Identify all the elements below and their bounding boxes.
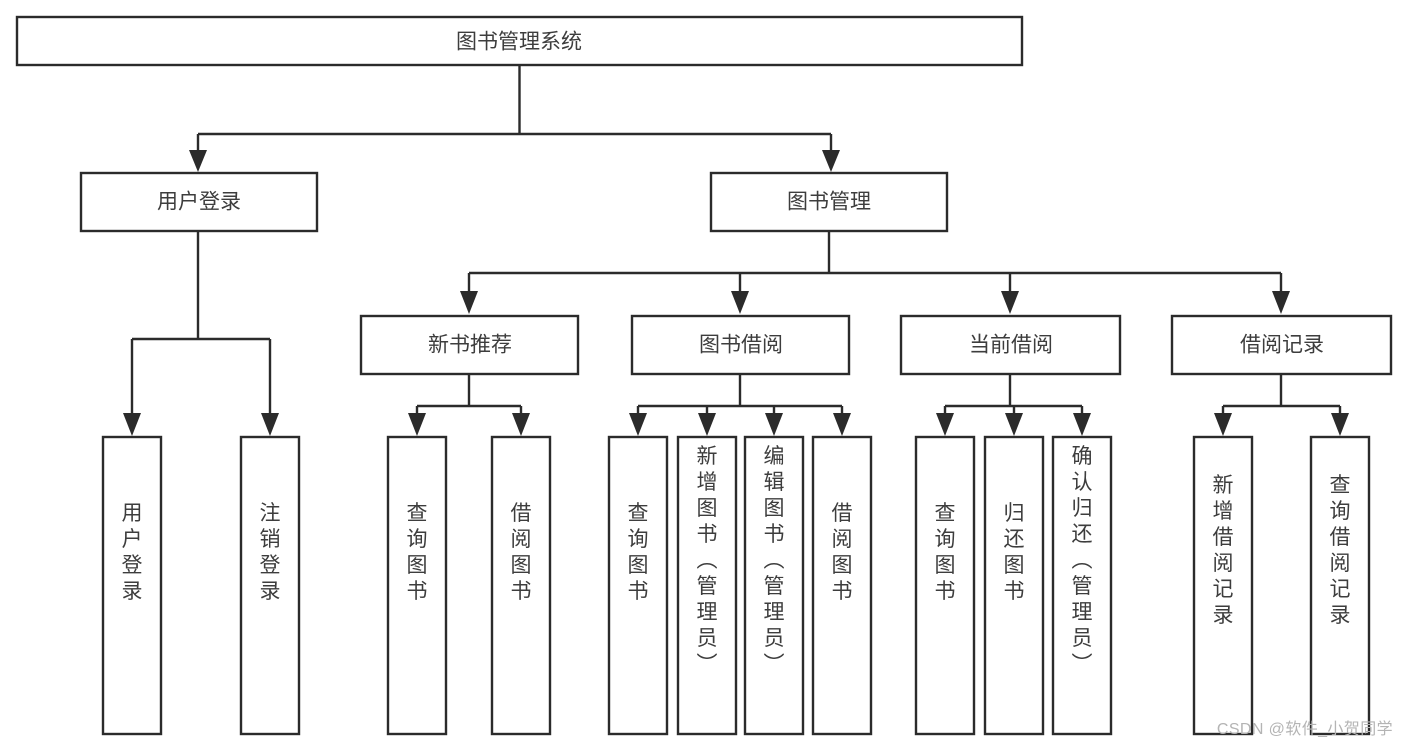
- node-user-login-box[interactable]: [79, 171, 319, 233]
- node-leaf-query-book-current[interactable]: 查询图书: [914, 435, 976, 736]
- edge-bookmanage-bus: [467, 232, 1283, 292]
- arrowhead-to-leaf-return-book: [1005, 413, 1023, 436]
- node-user-login-label: 用户登录: [157, 191, 241, 214]
- arrowhead-to-leaf-logout: [261, 413, 279, 436]
- node-leaf-user-login-label: 用户登录: [122, 502, 143, 603]
- connectors-layer: [123, 65, 1349, 436]
- node-leaf-confirm-return-label: 确认归还︵管理员︶: [1072, 445, 1093, 676]
- node-leaf-query-book-current-label: 查询图书: [935, 502, 956, 603]
- arrowhead-to-leaf-add-book: [698, 413, 716, 436]
- node-user-login[interactable]: 用户登录: [79, 171, 319, 233]
- node-leaf-add-book-label: 新增图书︵管理员︶: [697, 445, 718, 676]
- node-leaf-add-borrow-record[interactable]: 新增借阅记录: [1192, 435, 1254, 736]
- node-leaf-borrow-book-recommend[interactable]: 借阅图书: [490, 435, 552, 736]
- node-leaf-borrow-book-recommend-box[interactable]: [490, 435, 552, 736]
- node-leaf-query-book-borrow-box[interactable]: [607, 435, 669, 736]
- edge-bookborrow-bus: [636, 375, 844, 414]
- node-leaf-return-book-label: 归还图书: [1004, 502, 1025, 603]
- node-current-borrow[interactable]: 当前借阅: [899, 314, 1122, 376]
- node-leaf-query-book-recommend-box[interactable]: [386, 435, 448, 736]
- node-new-book-recommend-label: 新书推荐: [428, 334, 512, 357]
- csdn-watermark: CSDN @软件_小贺同学: [1216, 721, 1393, 738]
- arrowhead-to-book-borrow: [731, 291, 749, 314]
- arrowhead-to-leaf-query-record: [1331, 413, 1349, 436]
- node-leaf-user-login[interactable]: 用户登录: [101, 435, 163, 736]
- node-leaf-add-book-box[interactable]: [676, 435, 738, 736]
- arrowhead-to-leaf-query-book-2: [629, 413, 647, 436]
- edge-root-bus: [196, 65, 833, 151]
- edge-borrowrecord-bus: [1221, 375, 1342, 414]
- node-leaf-edit-book-label: 编辑图书︵管理员︶: [764, 445, 785, 676]
- node-root[interactable]: 图书管理系统: [15, 15, 1024, 67]
- edge-newbook-bus: [415, 375, 523, 414]
- node-leaf-user-login-box[interactable]: [101, 435, 163, 736]
- node-leaf-return-book-box[interactable]: [983, 435, 1045, 736]
- edge-currentborrow-bus: [943, 375, 1084, 414]
- arrowhead-to-leaf-user-login: [123, 413, 141, 436]
- arrowhead-to-book-manage: [822, 150, 840, 172]
- node-leaf-query-book-borrow[interactable]: 查询图书: [607, 435, 669, 736]
- node-leaf-borrow-book[interactable]: 借阅图书: [811, 435, 873, 736]
- node-leaf-edit-book-box[interactable]: [743, 435, 805, 736]
- arrowhead-to-leaf-edit-book: [765, 413, 783, 436]
- node-leaf-logout[interactable]: 注销登录: [239, 435, 301, 736]
- node-leaf-add-book[interactable]: 新增图书︵管理员︶: [676, 435, 738, 736]
- node-leaf-confirm-return[interactable]: 确认归还︵管理员︶: [1051, 435, 1113, 736]
- node-new-book-recommend-box[interactable]: [359, 314, 580, 376]
- arrowhead-to-leaf-borrow-book-1: [512, 413, 530, 436]
- arrowhead-to-leaf-query-book-1: [408, 413, 426, 436]
- node-leaf-query-book-recommend[interactable]: 查询图书: [386, 435, 448, 736]
- node-current-borrow-label: 当前借阅: [969, 334, 1053, 357]
- node-book-borrow-box[interactable]: [630, 314, 851, 376]
- arrowhead-to-leaf-borrow-book-2: [833, 413, 851, 436]
- node-leaf-query-book-current-box[interactable]: [914, 435, 976, 736]
- node-leaf-borrow-book-label: 借阅图书: [832, 502, 853, 603]
- node-book-management-box[interactable]: [709, 171, 949, 233]
- arrowhead-to-leaf-confirm-return: [1073, 413, 1091, 436]
- node-book-borrow[interactable]: 图书借阅: [630, 314, 851, 376]
- node-root-box[interactable]: [15, 15, 1024, 67]
- edge-userlogin-bus: [130, 231, 272, 414]
- node-leaf-query-borrow-record[interactable]: 查询借阅记录: [1309, 435, 1371, 736]
- arrowhead-to-leaf-add-record: [1214, 413, 1232, 436]
- node-leaf-query-book-borrow-label: 查询图书: [628, 502, 649, 603]
- node-leaf-logout-label: 注销登录: [260, 502, 281, 603]
- node-root-label: 图书管理系统: [456, 31, 582, 54]
- node-leaf-edit-book[interactable]: 编辑图书︵管理员︶: [743, 435, 805, 736]
- node-new-book-recommend[interactable]: 新书推荐: [359, 314, 580, 376]
- node-leaf-logout-box[interactable]: [239, 435, 301, 736]
- node-borrow-record[interactable]: 借阅记录: [1170, 314, 1393, 376]
- node-leaf-borrow-book-recommend-label: 借阅图书: [511, 502, 532, 603]
- node-leaf-add-borrow-record-label: 新增借阅记录: [1213, 474, 1234, 627]
- node-leaf-add-borrow-record-box[interactable]: [1192, 435, 1254, 736]
- node-book-management[interactable]: 图书管理: [709, 171, 949, 233]
- node-leaf-confirm-return-box[interactable]: [1051, 435, 1113, 736]
- arrowhead-to-current-borrow: [1001, 291, 1019, 314]
- node-borrow-record-box[interactable]: [1170, 314, 1393, 376]
- node-leaf-query-borrow-record-box[interactable]: [1309, 435, 1371, 736]
- node-book-borrow-label: 图书借阅: [699, 334, 783, 357]
- arrowhead-to-borrow-record: [1272, 291, 1290, 314]
- arrowhead-to-new-book-recommend: [460, 291, 478, 314]
- arrowhead-to-leaf-query-book-3: [936, 413, 954, 436]
- node-leaf-borrow-book-box[interactable]: [811, 435, 873, 736]
- node-leaf-query-book-recommend-label: 查询图书: [407, 502, 428, 603]
- node-leaf-return-book[interactable]: 归还图书: [983, 435, 1045, 736]
- node-borrow-record-label: 借阅记录: [1240, 334, 1324, 357]
- node-leaf-query-borrow-record-label: 查询借阅记录: [1330, 474, 1351, 627]
- arrowhead-to-user-login: [189, 150, 207, 172]
- node-book-management-label: 图书管理: [787, 191, 871, 214]
- node-current-borrow-box[interactable]: [899, 314, 1122, 376]
